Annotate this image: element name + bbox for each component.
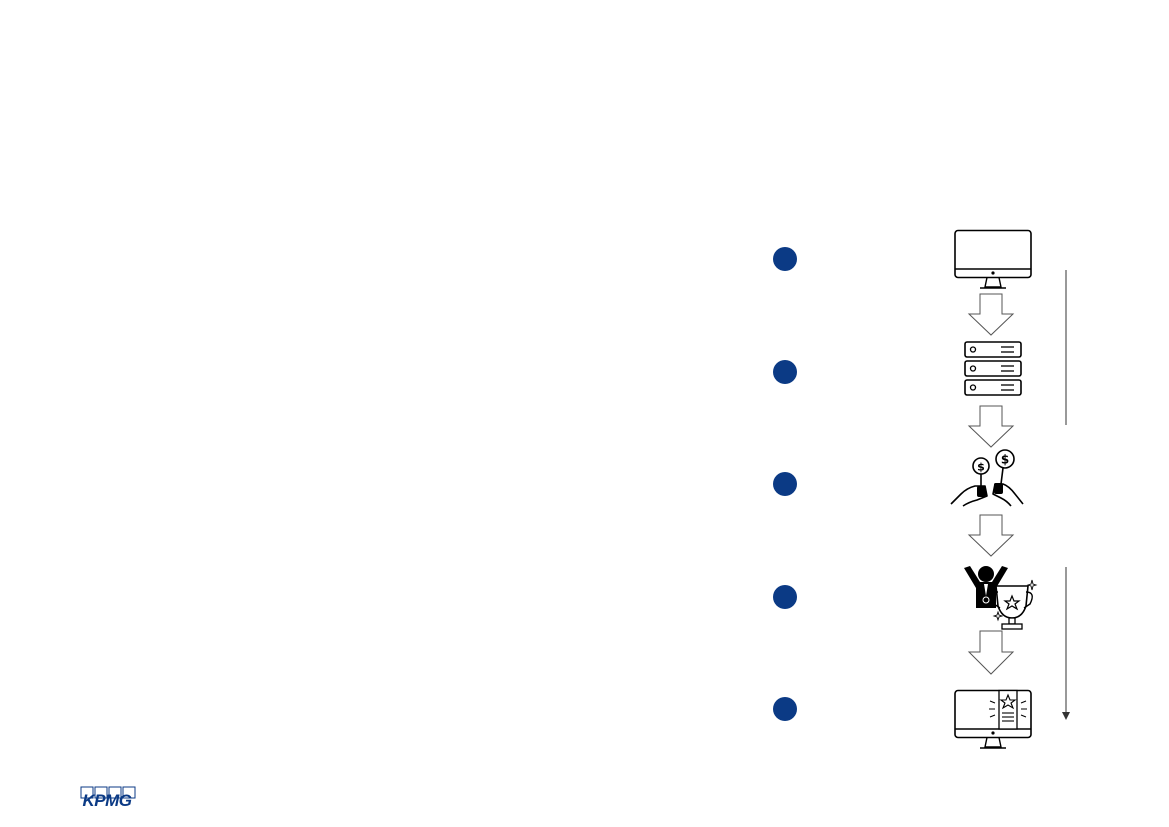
timeline-arrow-down	[1062, 567, 1070, 720]
bracket-line-top	[1065, 270, 1067, 425]
server-rack-icon	[964, 341, 1022, 396]
step-marker-4	[773, 585, 797, 609]
svg-text:$: $	[1001, 453, 1009, 467]
step-marker-2	[773, 360, 797, 384]
monitor-icon	[954, 229, 1032, 289]
kpmg-logo: KPMG	[78, 786, 136, 812]
flow-arrow-1	[967, 293, 1015, 336]
flow-arrow-4	[967, 630, 1015, 675]
step-marker-5	[773, 697, 797, 721]
kpmg-logo-text: KPMG	[82, 791, 133, 810]
monitor-ad-display-icon	[954, 689, 1032, 749]
winner-trophy-icon	[964, 566, 1038, 630]
flow-arrow-2	[967, 405, 1015, 448]
step-marker-3	[773, 472, 797, 496]
bidding-paddles-icon: $ $	[950, 449, 1024, 507]
flow-arrow-3	[967, 514, 1015, 557]
step-marker-1	[773, 247, 797, 271]
svg-text:$: $	[977, 461, 985, 474]
